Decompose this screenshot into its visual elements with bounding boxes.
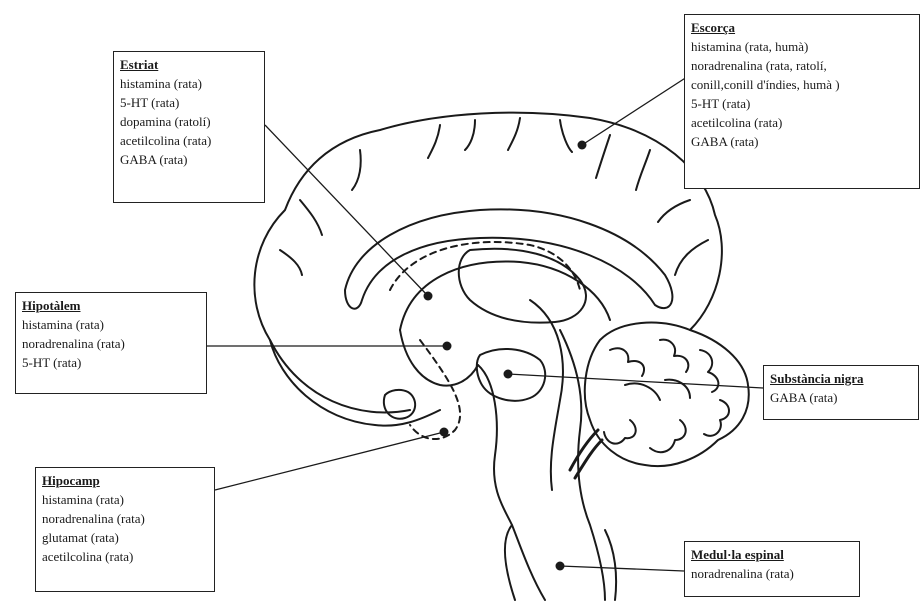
label-item: noradrenalina (rata) bbox=[42, 509, 208, 528]
anchor-dot-estriat bbox=[424, 292, 433, 301]
leader-line-medulla bbox=[560, 566, 684, 571]
corpus-callosum bbox=[345, 209, 672, 308]
label-item: noradrenalina (rata, ratolí, bbox=[691, 56, 913, 75]
label-title-escorca: Escorça bbox=[691, 18, 913, 37]
label-item: noradrenalina (rata) bbox=[22, 334, 200, 353]
label-box-hipotalem: Hipotàlem histamina (rata) noradrenalina… bbox=[15, 292, 207, 394]
label-title-medulla-espinal: Medul·la espinal bbox=[691, 545, 853, 564]
label-item: histamina (rata) bbox=[42, 490, 208, 509]
hypothalamus-region bbox=[400, 330, 478, 386]
label-box-escorca: Escorça histamina (rata, humà) noradrena… bbox=[684, 14, 920, 189]
leader-line-substancia bbox=[508, 374, 763, 388]
anchor-dot-hipocamp bbox=[440, 428, 449, 437]
label-title-estriat: Estriat bbox=[120, 55, 258, 74]
thalamus bbox=[459, 249, 586, 323]
label-item: GABA (rata) bbox=[120, 150, 258, 169]
label-item: histamina (rata) bbox=[22, 315, 200, 334]
label-item: conill,conill d'índies, humà ) bbox=[691, 75, 913, 94]
leader-line-escorca bbox=[582, 75, 690, 145]
label-item: acetilcolina (rata) bbox=[691, 113, 913, 132]
pituitary bbox=[384, 390, 415, 419]
label-item: 5-HT (rata) bbox=[120, 93, 258, 112]
anchor-dot-escorca bbox=[578, 141, 587, 150]
leader-line-hipocamp bbox=[215, 432, 444, 490]
label-item: dopamina (ratolí) bbox=[120, 112, 258, 131]
cerebellum-folia bbox=[604, 340, 729, 452]
anchor-dot-substancia bbox=[504, 370, 513, 379]
temporal-lobe bbox=[270, 340, 440, 426]
label-box-substancia-nigra: Substància nigra GABA (rata) bbox=[763, 365, 919, 420]
label-title-substancia-nigra: Substància nigra bbox=[770, 369, 912, 388]
anchor-dot-medulla bbox=[556, 562, 565, 571]
label-item: 5-HT (rata) bbox=[691, 94, 913, 113]
leader-line-estriat bbox=[265, 125, 428, 296]
label-box-hipocamp: Hipocamp histamina (rata) noradrenalina … bbox=[35, 467, 215, 592]
label-item: acetilcolina (rata) bbox=[120, 131, 258, 150]
cerebellum-outline bbox=[585, 323, 749, 467]
anchor-dot-hipotalem bbox=[443, 342, 452, 351]
label-item: histamina (rata, humà) bbox=[691, 37, 913, 56]
dashed-hippocampus bbox=[410, 340, 460, 439]
label-item: noradrenalina (rata) bbox=[691, 564, 853, 583]
fourth-ventricle bbox=[570, 430, 602, 478]
label-item: 5-HT (rata) bbox=[22, 353, 200, 372]
label-title-hipocamp: Hipocamp bbox=[42, 471, 208, 490]
label-title-hipotalem: Hipotàlem bbox=[22, 296, 200, 315]
label-item: glutamat (rata) bbox=[42, 528, 208, 547]
label-item: histamina (rata) bbox=[120, 74, 258, 93]
label-item: acetilcolina (rata) bbox=[42, 547, 208, 566]
label-item: GABA (rata) bbox=[691, 132, 913, 151]
label-box-medulla-espinal: Medul·la espinal noradrenalina (rata) bbox=[684, 541, 860, 597]
label-box-estriat: Estriat histamina (rata) 5-HT (rata) dop… bbox=[113, 51, 265, 203]
label-item: GABA (rata) bbox=[770, 388, 912, 407]
